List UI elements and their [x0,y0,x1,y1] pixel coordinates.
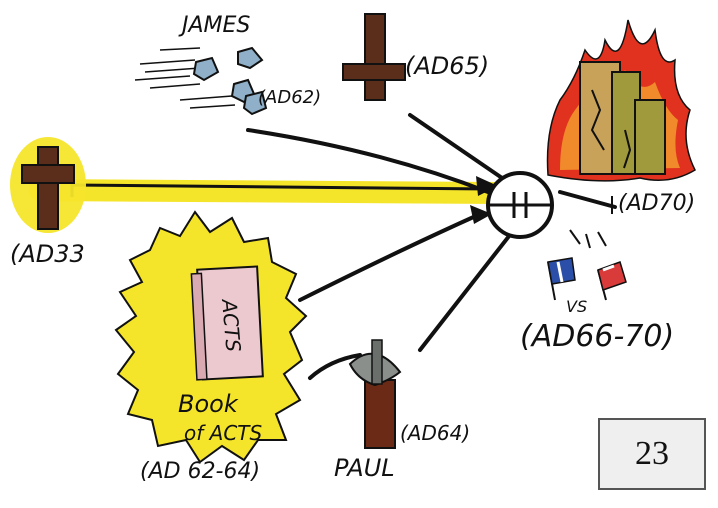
upside-down-cross-icon [342,13,406,101]
label-paul: PAUL [334,454,395,482]
book-of-acts-icon [114,210,308,464]
jesus-connector [29,175,511,204]
axe-icon [348,339,402,449]
label-acts-spine: ACTS [217,296,246,353]
label-acts-title-1: Book [178,390,239,418]
flag-icon [547,257,576,301]
label-temple-date: (AD70) [618,191,695,216]
cross-icon [10,137,86,233]
label-paul-date: (AD64) [400,421,470,445]
stones-icon [192,46,268,116]
debris-strokes [569,196,613,249]
connector-lines [246,113,617,380]
label-acts-date: (AD 62-64) [140,459,260,484]
burning-temple-icon [546,19,696,182]
flag-icon [597,261,627,301]
label-acts-title-2: of ACTS [184,421,262,445]
motion-lines [134,47,236,109]
arrowhead [476,176,498,196]
label-war-date: (AD66-70) [520,319,674,354]
label-jesus-date: (AD33 [10,240,85,268]
label-james-date: (AD62) [258,87,321,108]
label-war-vs: VS [566,297,587,316]
arrowhead [470,205,492,224]
label-peter-date: (AD65) [405,52,489,80]
page-number: 23 [598,418,706,490]
central-node [486,171,554,239]
label-james: JAMES [178,13,250,38]
